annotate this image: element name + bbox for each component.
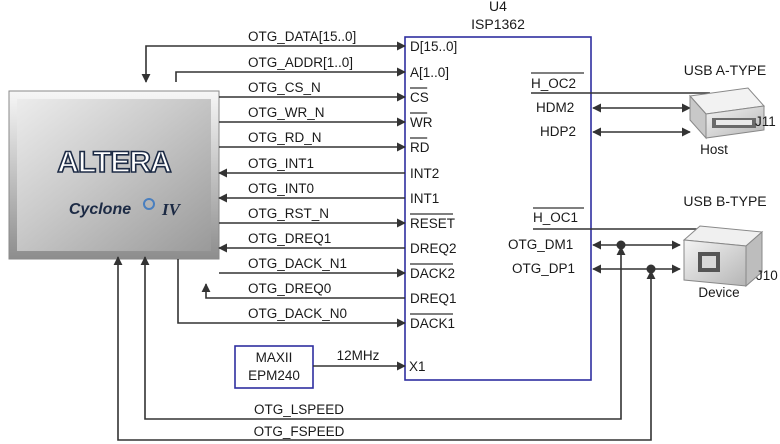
fspeed-label: OTG_FSPEED [254, 424, 345, 439]
usb-b-title: USB B-TYPE [683, 193, 766, 209]
signal-wire [177, 259, 406, 328]
epm240-label: EPM240 [248, 368, 300, 383]
usb-a-role: Host [700, 142, 728, 157]
signal-label: OTG_DREQ0 [248, 281, 331, 296]
usb-b-ref: J10 [756, 268, 778, 283]
signal-label: OTG_DREQ1 [248, 231, 331, 246]
cyclone-swirl-icon [143, 198, 155, 210]
fspeed-wire [113, 256, 652, 441]
chip-pin-label: D[15..0] [410, 39, 457, 54]
pin-h-oc2: H_OC2 [531, 76, 576, 91]
pin-hdp2: HDP2 [540, 124, 576, 139]
signal-label: OTG_ADDR[1..0] [248, 55, 353, 70]
chip-pin-label: WR [410, 115, 433, 130]
pin-x1: X1 [409, 359, 426, 374]
fpga-chip: ALTERA Cyclone IV [8, 90, 220, 260]
signal-wire [201, 283, 405, 299]
pin-otg-dp1: OTG_DP1 [512, 261, 575, 276]
clock-freq: 12MHz [337, 348, 380, 363]
chip-pin-label: A[1..0] [410, 65, 449, 80]
altera-logo: ALTERA [57, 146, 171, 179]
lspeed-wire [140, 245, 622, 420]
signal-wire [175, 67, 406, 82]
pin-otg-dm1: OTG_DM1 [508, 237, 573, 252]
usb-b-role: Device [698, 285, 739, 300]
cyclone-iv-label: IV [161, 200, 182, 219]
usb-a-ref: J11 [755, 114, 776, 129]
chip-pin-label: DACK2 [410, 266, 455, 281]
chip-pin-label: RESET [410, 216, 455, 231]
signal-label: OTG_DACK_N0 [248, 306, 347, 321]
pin-h-oc1: H_OC1 [533, 210, 578, 225]
chip-pin-label: RD [410, 140, 430, 155]
chip-pin-label: CS [410, 90, 429, 105]
signal-label: OTG_INT1 [248, 156, 314, 171]
chip-pin-label: INT1 [410, 191, 439, 206]
maxii-epm240-box [234, 345, 314, 389]
usb-a-connector-icon [689, 87, 765, 140]
usb-b-connector-icon [682, 225, 764, 288]
signal-label: OTG_DACK_N1 [248, 256, 347, 271]
chip-pin-label: DREQ2 [410, 241, 457, 256]
signal-label: OTG_CS_N [248, 80, 321, 95]
lspeed-label: OTG_LSPEED [254, 402, 344, 417]
isp1362-chip [404, 36, 592, 381]
signal-label: OTG_RST_N [248, 206, 329, 221]
signal-label: OTG_WR_N [248, 105, 325, 120]
maxii-label: MAXII [256, 350, 293, 365]
signal-wire [141, 41, 406, 83]
chip-pin-label: DACK1 [410, 316, 455, 331]
chip-ref: U4 [489, 0, 507, 14]
signal-label: OTG_DATA[15..0] [248, 29, 356, 44]
chip-pin-label: DREQ1 [410, 291, 457, 306]
pin-hdm2: HDM2 [536, 100, 574, 115]
signal-label: OTG_INT0 [248, 181, 314, 196]
signal-label: OTG_RD_N [248, 130, 322, 145]
chip-pin-label: INT2 [410, 166, 439, 181]
usb-a-title: USB A-TYPE [684, 62, 766, 78]
cyclone-label: Cyclone [69, 201, 131, 218]
chip-part: ISP1362 [471, 16, 525, 32]
